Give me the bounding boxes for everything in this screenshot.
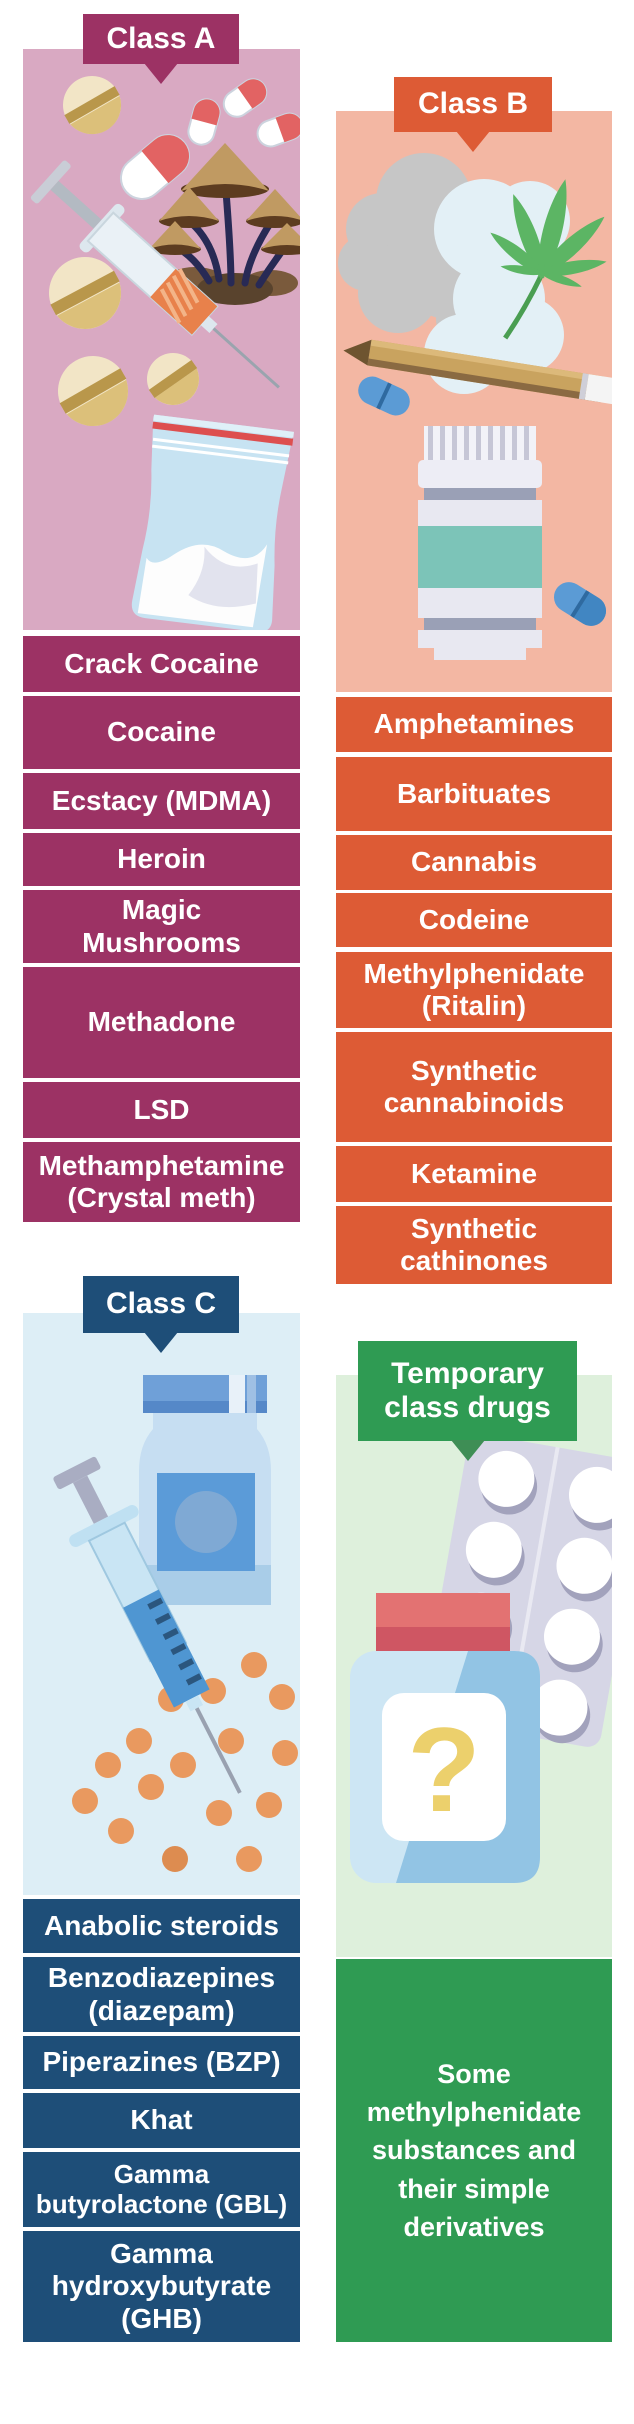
temporary-class-title: Temporary class drugs [384, 1356, 551, 1425]
pill-icon [553, 582, 607, 626]
class-c-illustration [53, 1375, 298, 1872]
temporary-class-panel: ? [336, 1375, 612, 1957]
magic-mushrooms-icon [149, 143, 300, 305]
class-c-item-ghb: Gamma hydroxybutyrate (GHB) [23, 2231, 300, 2342]
class-b-title: Class B [417, 87, 529, 121]
question-mark-bottle-icon: ? [350, 1593, 540, 1883]
capsule-icon [187, 98, 221, 146]
class-b-item-codeine: Codeine [336, 893, 612, 947]
class-c-header-pointer [144, 1332, 178, 1353]
cannabis-leaf-icon [490, 179, 607, 340]
tablet-icon [63, 76, 122, 135]
capsule-icon [222, 78, 268, 118]
class-a-title: Class A [106, 21, 216, 55]
class-c-panel [23, 1313, 300, 1895]
class-b-item-barbituates: Barbituates [336, 757, 612, 831]
joint-icon [343, 339, 612, 405]
temporary-class-header-pointer [451, 1440, 485, 1461]
class-c-item-khat: Khat [23, 2093, 300, 2148]
capsule-icon [256, 112, 300, 148]
syringe-icon [30, 160, 280, 389]
class-c-item-anabolic-steroids: Anabolic steroids [23, 1899, 300, 1953]
class-a-item-ecstacy: Ecstacy (MDMA) [23, 773, 300, 829]
class-b-item-cannabis: Cannabis [336, 835, 612, 890]
class-b-item-synthetic-cathinones: Synthetic cathinones [336, 1206, 612, 1284]
class-a-item-methamphetamine: Methamphetamine (Crystal meth) [23, 1142, 300, 1222]
question-mark-icon: ? [407, 1703, 480, 1837]
class-b-header: Class B [394, 77, 552, 132]
pill-bottle-icon [418, 426, 542, 660]
class-b-item-synthetic-cannabinoids: Synthetic cannabinoids [336, 1032, 612, 1142]
class-c-item-gbl: Gamma butyrolactone (GBL) [23, 2152, 300, 2227]
temporary-class-header: Temporary class drugs [358, 1341, 577, 1441]
class-a-item-cocaine: Cocaine [23, 696, 300, 769]
class-b-panel [336, 111, 612, 692]
capsule-icon [358, 376, 410, 416]
class-a-item-crack-cocaine: Crack Cocaine [23, 636, 300, 692]
class-b-header-pointer [456, 131, 490, 152]
class-c-header: Class C [83, 1276, 239, 1333]
syringe-icon [53, 1456, 242, 1794]
capsule-icon [119, 134, 191, 200]
tablet-icon [58, 356, 128, 427]
class-c-title: Class C [105, 1287, 217, 1321]
class-b-item-amphetamines: Amphetamines [336, 697, 612, 752]
class-a-illustration [30, 76, 300, 630]
temporary-class-note: Some methylphenidate substances and thei… [336, 1959, 612, 2342]
class-a-panel [23, 49, 300, 630]
class-a-item-magic-mushrooms: Magic Mushrooms [23, 890, 300, 963]
pill-bottle-icon [139, 1375, 271, 1605]
smoke-icon [338, 153, 570, 394]
tablet-icon [147, 353, 199, 405]
class-a-item-heroin: Heroin [23, 833, 300, 886]
class-c-item-benzodiazepines: Benzodiazepines (diazepam) [23, 1957, 300, 2032]
class-a-item-lsd: LSD [23, 1082, 300, 1138]
temporary-class-illustration: ? [350, 1434, 612, 1883]
class-b-item-methylphenidate: Methylphenidate (Ritalin) [336, 952, 612, 1028]
class-a-header-pointer [144, 63, 178, 84]
class-c-item-piperazines: Piperazines (BZP) [23, 2036, 300, 2089]
tablet-icon [48, 257, 121, 329]
class-b-illustration [338, 153, 612, 660]
class-b-item-ketamine: Ketamine [336, 1146, 612, 1202]
class-a-item-methadone: Methadone [23, 967, 300, 1078]
orange-pills-icon [72, 1652, 298, 1872]
powder-baggie-icon [131, 414, 295, 630]
class-a-header: Class A [83, 14, 239, 64]
